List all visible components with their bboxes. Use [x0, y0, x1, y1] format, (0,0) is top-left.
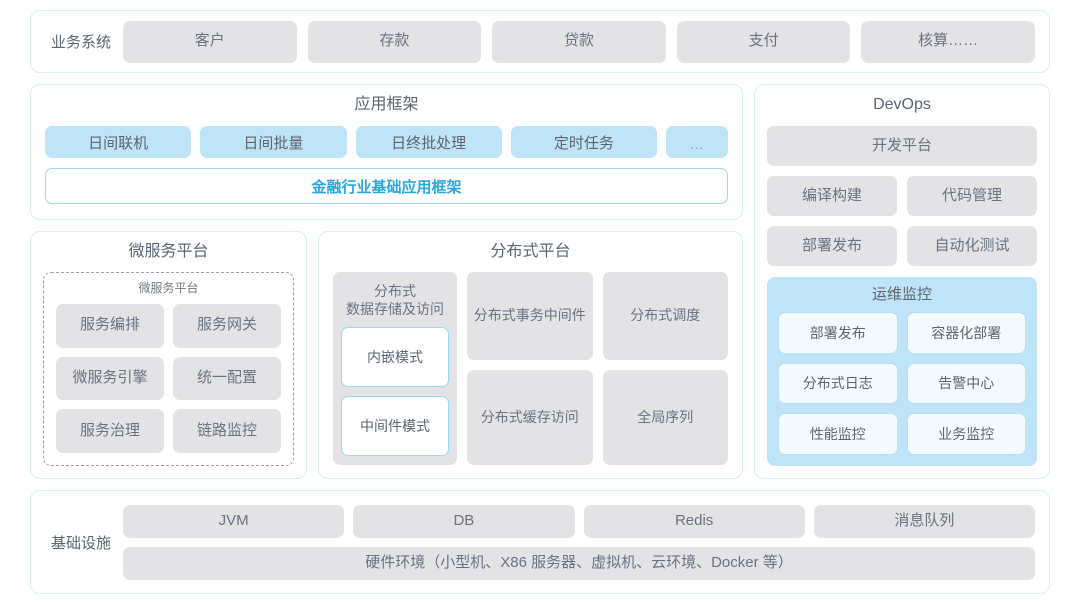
infrastructure-label: 基础设施 — [51, 534, 112, 552]
distributed-storage-mode-embedded[interactable]: 内嵌模式 — [341, 327, 449, 388]
microservice-tile-gateway[interactable]: 服务网关 — [173, 304, 281, 348]
microservice-tile-trace-monitor[interactable]: 链路监控 — [173, 409, 281, 453]
devops-tile-dev-platform[interactable]: 开发平台 — [767, 126, 1037, 166]
appfw-tile-daytime-online[interactable]: 日间联机 — [45, 126, 192, 158]
ops-tile-business-monitor[interactable]: 业务监控 — [906, 413, 1026, 455]
distributed-cache-line1: 分布式 — [480, 408, 523, 425]
infra-tile-hardware-environment[interactable]: 硬件环境（小型机、X86 服务器、虚拟机、云环境、Docker 等） — [123, 546, 1035, 580]
ops-tile-performance-monitor[interactable]: 性能监控 — [778, 413, 898, 455]
appfw-tile-more[interactable]: ... — [666, 126, 728, 158]
infra-tile-redis[interactable]: Redis — [583, 504, 805, 538]
business-system-tile-loan[interactable]: 贷款 — [492, 20, 666, 63]
infrastructure-panel: 基础设施 JVM DB Redis 消息队列 硬件环境（小型机、X86 服务器、… — [30, 490, 1050, 594]
infra-tile-message-queue[interactable]: 消息队列 — [813, 504, 1035, 538]
microservice-items: 服务编排 服务网关 微服务引擎 统一配置 服务治理 链路监控 — [56, 304, 281, 453]
business-system-tile-deposit[interactable]: 存款 — [307, 20, 482, 63]
business-system-tile-payment[interactable]: 支付 — [676, 20, 851, 63]
distributed-transaction-line1: 分布式 — [473, 307, 516, 324]
distributed-tiles: 分布式 事务中间件 分布式调度 分布式 缓存访问 全局序列 — [467, 272, 728, 465]
ops-monitoring-group: 运维监控 部署发布 容器化部署 分布式日志 告警中心 性能监控 业务监控 — [767, 277, 1037, 466]
infra-tile-jvm[interactable]: JVM — [123, 504, 345, 538]
devops-panel: DevOps 开发平台 编译构建 代码管理 部署发布 自动化测试 运维监控 部署… — [754, 84, 1050, 479]
ops-tile-distributed-log[interactable]: 分布式日志 — [778, 362, 898, 405]
devops-column: DevOps 开发平台 编译构建 代码管理 部署发布 自动化测试 运维监控 部署… — [754, 84, 1050, 479]
infrastructure-items: JVM DB Redis 消息队列 — [123, 504, 1035, 538]
distributed-storage-title-line2: 数据存储及访问 — [346, 301, 444, 318]
ops-tile-alert-center[interactable]: 告警中心 — [906, 362, 1026, 405]
microservice-tile-governance[interactable]: 服务治理 — [56, 409, 164, 453]
infra-tile-db[interactable]: DB — [353, 504, 575, 538]
distributed-storage-title-line1: 分布式 — [374, 283, 416, 299]
distributed-platform-panel: 分布式平台 分布式 数据存储及访问 内嵌模式 中间件模式 — [318, 231, 743, 479]
devops-title: DevOps — [873, 96, 931, 113]
business-system-tile-accounting[interactable]: 核算…… — [861, 20, 1035, 63]
distributed-storage-mode-middleware[interactable]: 中间件模式 — [341, 396, 449, 456]
infrastructure-content: JVM DB Redis 消息队列 硬件环境（小型机、X86 服务器、虚拟机、云… — [123, 504, 1035, 580]
distributed-transaction-line2: 事务中间件 — [515, 307, 586, 324]
application-framework-panel: 应用框架 日间联机 日间批量 日终批处理 定时任务 ... 金融行业基础应用框架 — [30, 84, 743, 220]
appfw-base-framework[interactable]: 金融行业基础应用框架 — [45, 168, 728, 204]
devops-tile-compile-build[interactable]: 编译构建 — [767, 176, 897, 216]
microservice-platform-title: 微服务平台 — [128, 243, 209, 260]
appfw-tile-eod-batch[interactable]: 日终批处理 — [355, 126, 502, 158]
microservice-platform-panel: 微服务平台 微服务平台 服务编排 服务网关 微服务引擎 统一配置 服务治理 链路… — [30, 231, 307, 479]
business-system-panel: 业务系统 客户 存款 贷款 支付 核算…… — [30, 10, 1050, 73]
distributed-tile-scheduling[interactable]: 分布式调度 — [602, 272, 728, 360]
application-framework-items: 日间联机 日间批量 日终批处理 定时任务 ... — [45, 126, 728, 158]
devops-tile-code-management[interactable]: 代码管理 — [907, 176, 1037, 216]
middle-left-column: 应用框架 日间联机 日间批量 日终批处理 定时任务 ... 金融行业基础应用框架… — [30, 84, 743, 479]
ops-monitoring-title: 运维监控 — [871, 286, 932, 303]
microservice-tile-engine[interactable]: 微服务引擎 — [56, 356, 164, 401]
microservice-tile-unified-config[interactable]: 统一配置 — [173, 356, 281, 401]
middle-section: 应用框架 日间联机 日间批量 日终批处理 定时任务 ... 金融行业基础应用框架… — [30, 84, 1050, 479]
distributed-cache-line2: 缓存访问 — [522, 408, 579, 425]
devops-tile-deploy-release[interactable]: 部署发布 — [767, 226, 897, 266]
platforms-row: 微服务平台 微服务平台 服务编排 服务网关 微服务引擎 统一配置 服务治理 链路… — [30, 231, 743, 479]
appfw-tile-daytime-batch[interactable]: 日间批量 — [200, 126, 347, 158]
distributed-platform-title: 分布式平台 — [490, 243, 571, 260]
ops-tile-containerized-deploy[interactable]: 容器化部署 — [906, 312, 1026, 354]
devops-tile-automated-test[interactable]: 自动化测试 — [907, 226, 1037, 266]
microservice-dashed-group: 微服务平台 服务编排 服务网关 微服务引擎 统一配置 服务治理 链路监控 — [43, 272, 294, 466]
distributed-storage-group[interactable]: 分布式 数据存储及访问 内嵌模式 中间件模式 — [333, 272, 457, 465]
application-framework-title: 应用框架 — [354, 96, 419, 113]
distributed-tile-transaction-middleware[interactable]: 分布式 事务中间件 — [467, 272, 593, 360]
microservice-inner-title: 微服务平台 — [138, 281, 199, 295]
distributed-body: 分布式 数据存储及访问 内嵌模式 中间件模式 分布式 事务中间件 分布式调度 — [333, 272, 728, 465]
business-system-items: 客户 存款 贷款 支付 核算…… — [123, 20, 1035, 63]
distributed-tile-global-sequence[interactable]: 全局序列 — [602, 370, 728, 465]
ops-tile-deploy-release[interactable]: 部署发布 — [778, 312, 898, 354]
microservice-tile-orchestration[interactable]: 服务编排 — [56, 304, 164, 348]
devops-items: 编译构建 代码管理 部署发布 自动化测试 — [767, 176, 1037, 266]
appfw-tile-scheduled-task[interactable]: 定时任务 — [510, 126, 657, 158]
distributed-storage-title: 分布式 数据存储及访问 — [341, 282, 449, 318]
ops-monitoring-items: 部署发布 容器化部署 分布式日志 告警中心 性能监控 业务监控 — [778, 312, 1026, 455]
business-system-tile-customer[interactable]: 客户 — [123, 20, 297, 63]
infrastructure-hardware-row: 硬件环境（小型机、X86 服务器、虚拟机、云环境、Docker 等） — [123, 546, 1035, 580]
business-system-label: 业务系统 — [51, 34, 112, 51]
distributed-tile-cache-access[interactable]: 分布式 缓存访问 — [467, 370, 593, 465]
